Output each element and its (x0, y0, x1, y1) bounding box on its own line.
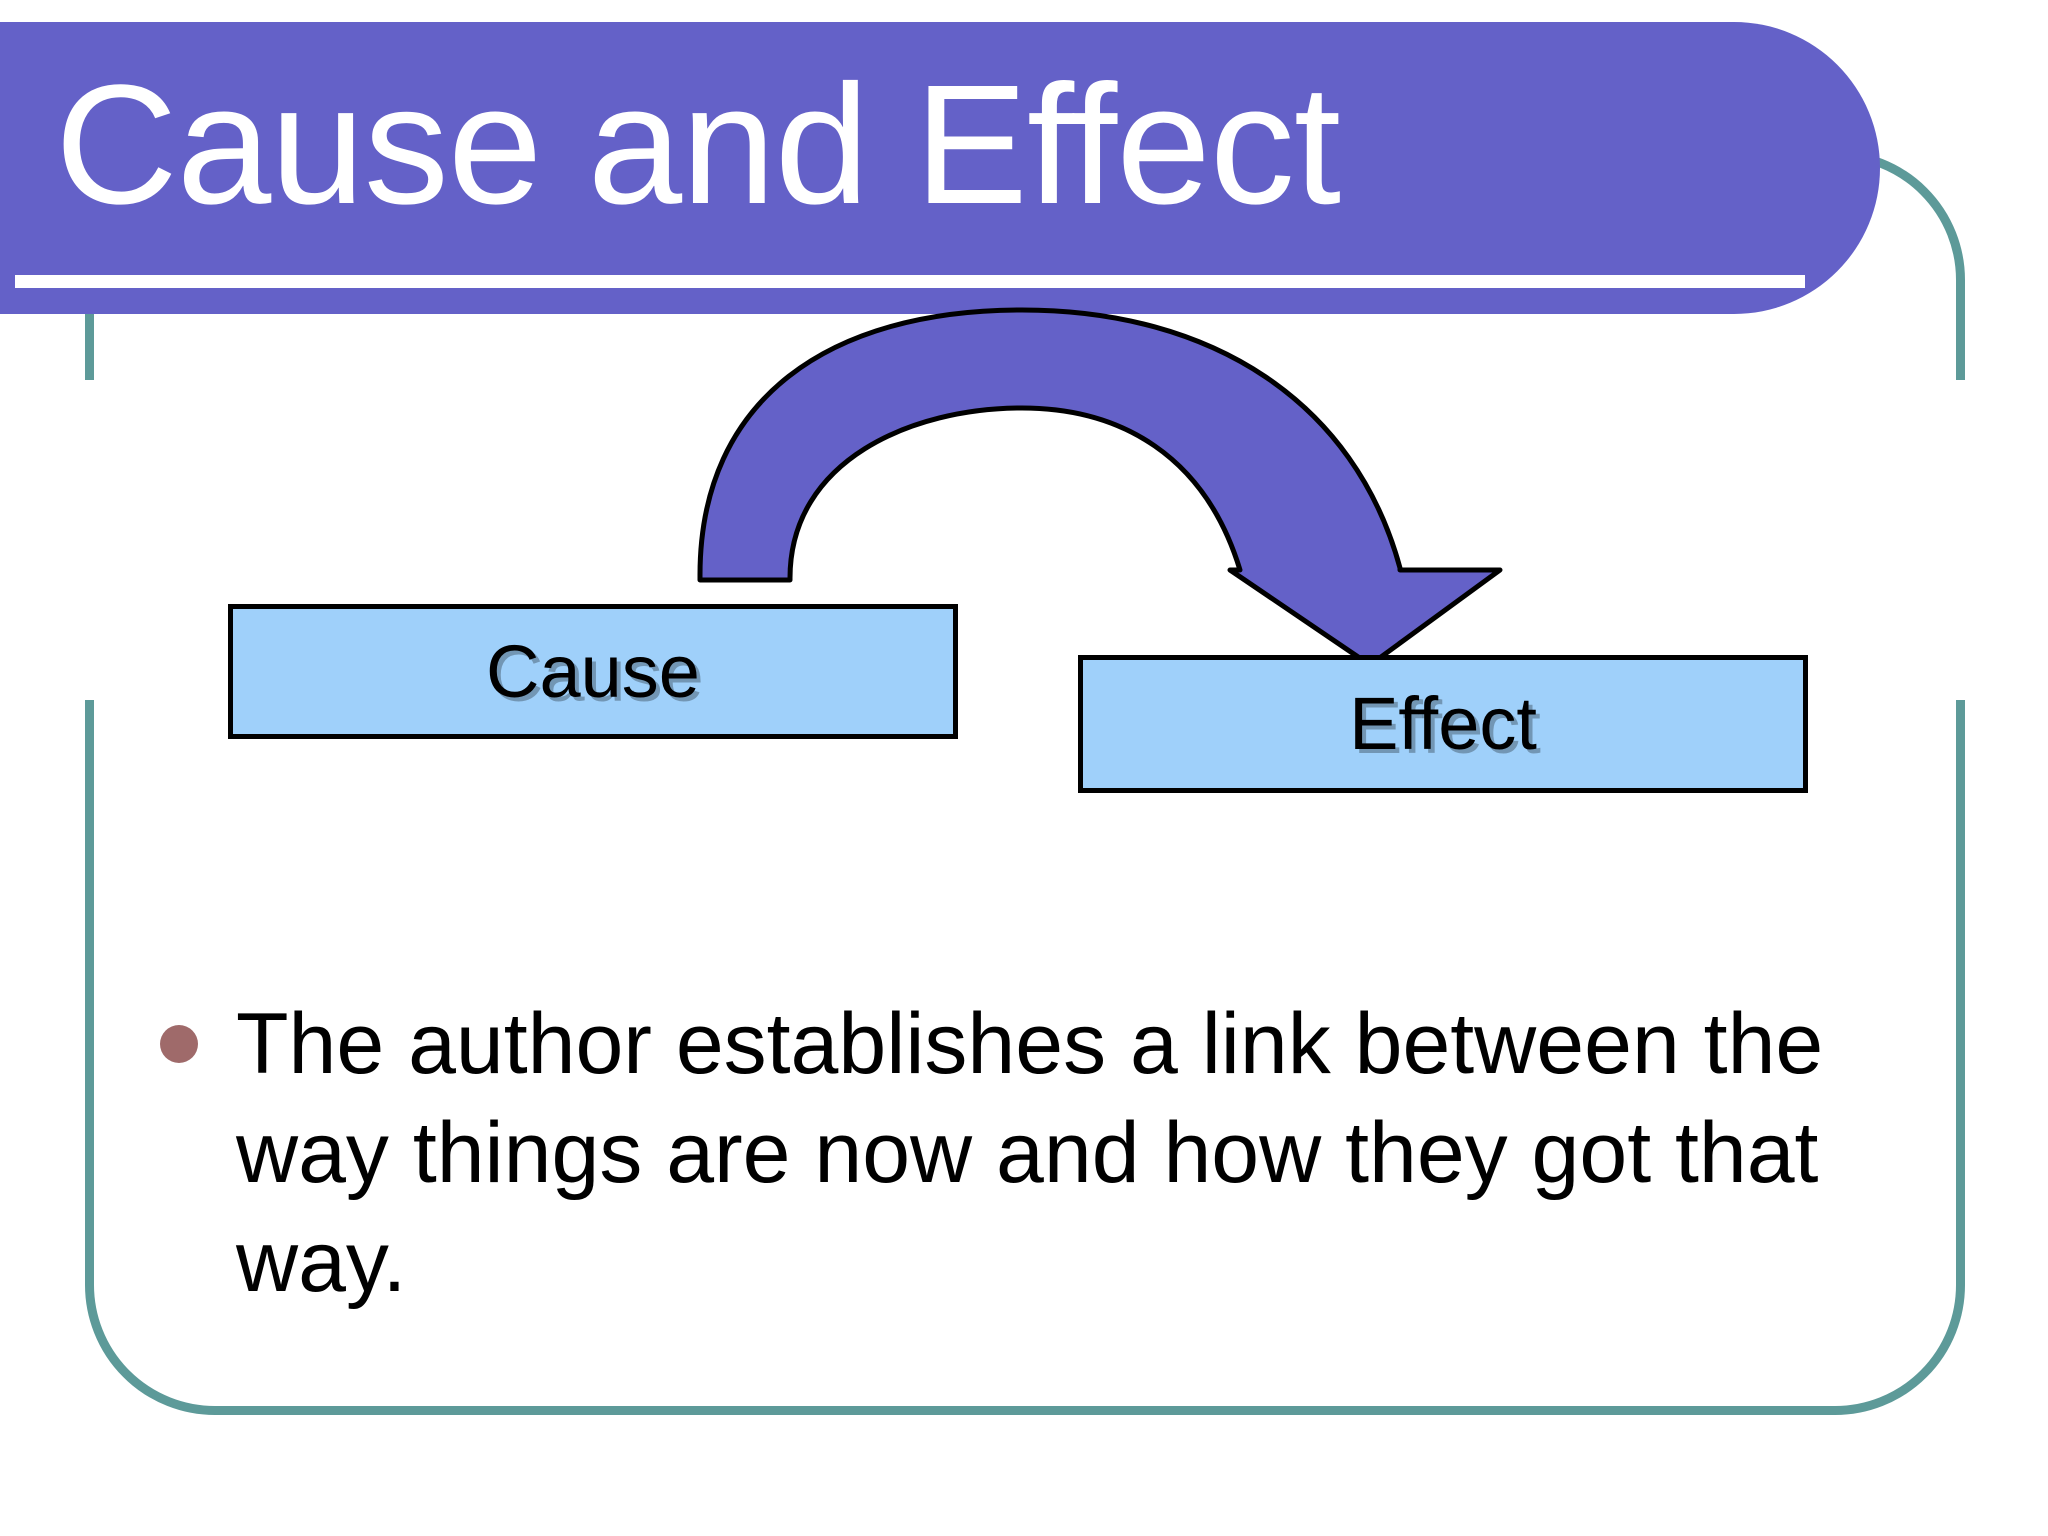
title-banner: Cause and Effect (0, 22, 1880, 314)
page-title: Cause and Effect (55, 50, 1341, 240)
effect-box-label: Effect (1349, 682, 1537, 765)
cause-box-label: Cause (486, 629, 700, 713)
title-underline-rule (15, 275, 1805, 288)
bullet-list-item: The author establishes a link between th… (160, 990, 1940, 1318)
effect-box[interactable]: Effect (1078, 655, 1808, 793)
cause-box[interactable]: Cause (228, 604, 958, 739)
bullet-text: The author establishes a link between th… (236, 996, 1824, 1311)
bullet-dot-icon (160, 1025, 198, 1063)
